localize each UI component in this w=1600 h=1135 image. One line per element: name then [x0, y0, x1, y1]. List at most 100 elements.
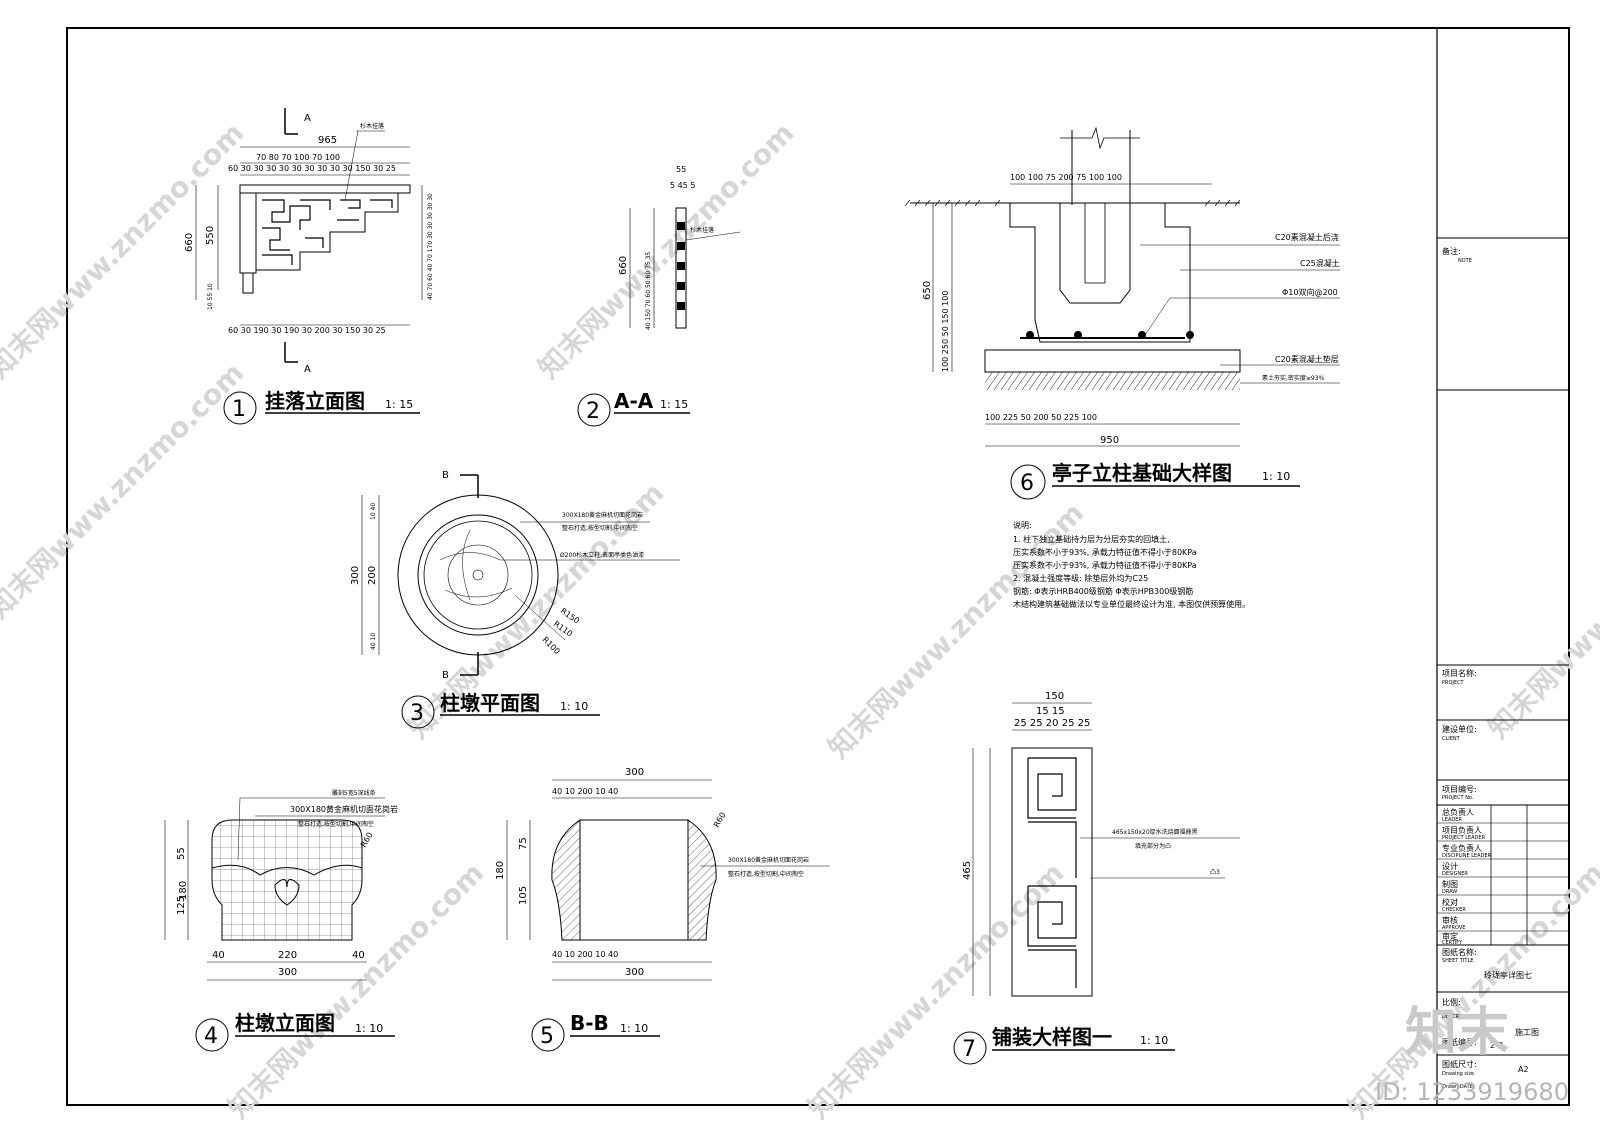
- tb-date-label: Drawn DATE: [1442, 1084, 1473, 1090]
- notes-heading: 说明:: [1013, 520, 1032, 530]
- dim-base-40: 40: [352, 950, 365, 961]
- drawing-number: 3: [410, 701, 424, 726]
- note-carved: 整石打造,按型切割,中间掏空: [562, 524, 638, 532]
- drawing-5-section-bb: 300 40 10 200 10 40 R60 300X180黄金麻机切面花岗岩…: [495, 767, 830, 1052]
- tb-role: 设计: [1442, 861, 1458, 871]
- brand-watermark: 知末: [1405, 1003, 1509, 1063]
- tb-role: 项目负责人: [1442, 825, 1482, 835]
- drawing-title: A-A: [614, 389, 654, 413]
- watermark-text: 知末网www.znzmo.com: [0, 356, 250, 625]
- dim-height-180: 180: [495, 861, 506, 880]
- drawing-number: 5: [540, 1024, 554, 1049]
- dim-bottom: 100 225 50 200 50 225 100: [985, 413, 1097, 422]
- tb-role-en: PROJECT LEADER: [1442, 835, 1486, 841]
- drawing-4-plinth-elevation: 雕刻5宽5深线条 300X180黄金麻机切面花岗岩 整石打造,按型切割,中间掏空…: [164, 789, 398, 1052]
- drawing-title: B-B: [570, 1011, 609, 1035]
- drawing-scale: 1: 10: [560, 700, 588, 713]
- dim-total-300: 300: [278, 967, 297, 978]
- tb-role-en: APPROVE: [1442, 925, 1465, 931]
- drawing-title: 亭子立柱基础大样图: [1052, 461, 1232, 485]
- drawing-scale: 1: 10: [355, 1022, 383, 1035]
- drawing-title: 柱墩立面图: [235, 1011, 335, 1035]
- note-fir-column: Ø200杉木立柱,表面亭类色油漆: [560, 551, 644, 559]
- dim-right: 40 70 60 40 70 170 30 30 30 30 30: [427, 193, 434, 300]
- drawing-scale: 1: 10: [1262, 470, 1290, 483]
- drawing-title: 铺装大样图一: [992, 1025, 1112, 1049]
- dim-base-40: 40: [212, 950, 225, 961]
- tb-role-en: LEADER: [1442, 817, 1462, 823]
- dim-height-180: 180: [178, 881, 189, 900]
- drawing-number: 6: [1020, 471, 1034, 496]
- dim-left-550: 550: [205, 226, 216, 245]
- dim-top-55: 55: [676, 165, 686, 174]
- dim-total: 965: [318, 135, 337, 146]
- dim-total-300: 300: [625, 967, 644, 978]
- note-line: 木结构建筑基础做法以专业单位最终设计为准, 本图仅供预算使用。: [1013, 599, 1250, 609]
- section-mark-a: A: [304, 113, 311, 124]
- watermark-text: 知末网www.znzmo.com: [0, 116, 250, 385]
- note-line: 1. 柱下独立基础持力层为分层夯实的回填土,: [1013, 534, 1170, 544]
- watermark-text: 知末网www.znzmo.com: [802, 856, 1071, 1125]
- dim-height-55: 55: [176, 847, 187, 860]
- label-soil: 素土夯实,密实度≥93%: [1262, 374, 1325, 382]
- watermark-text: 知末网www.znzmo.com: [1482, 476, 1600, 745]
- dim-left-200: 200: [367, 566, 378, 585]
- tb-role: 审定: [1442, 931, 1458, 941]
- drawing-scale: 1: 10: [620, 1022, 648, 1035]
- drawing-6-foundation-detail: 100 100 75 200 75 100 100 650 100 250 50…: [904, 126, 1340, 500]
- dim-total-950: 950: [1100, 435, 1119, 446]
- label-c20-cushion: C20素混凝土垫层: [1275, 354, 1339, 364]
- dim-left-detail: 40 150 70 60 50 60 75 35: [645, 252, 652, 330]
- tb-role-en: CHECKER: [1442, 907, 1466, 913]
- tb-role-en: DESIGNER: [1442, 871, 1468, 877]
- dim-left-650: 650: [922, 281, 933, 300]
- id-watermark: ID: 1233919680: [1375, 1078, 1569, 1106]
- tb-role: 制图: [1442, 879, 1458, 889]
- note-line: 2. 混凝土强度等级: 除垫层外均为C25: [1013, 573, 1148, 583]
- drawing-scale: 1: 15: [660, 398, 688, 411]
- tb-role-en: DISCIPLINE LEADER: [1442, 853, 1492, 859]
- tb-role: 审核: [1442, 915, 1458, 925]
- note-paving-stone: 465x150x20厚水洗烧面福鼎黑: [1112, 828, 1198, 836]
- tb-client: 建设单位:: [1442, 724, 1477, 734]
- dim-width-15: 15 15: [1036, 706, 1065, 717]
- dim-width-parts: 25 25 20 25 25: [1014, 718, 1090, 729]
- dim-left-660: 660: [618, 256, 629, 275]
- tb-sheet-title-en: SHEET TITLE: [1442, 958, 1473, 964]
- dim-height-465: 465: [962, 861, 973, 880]
- tb-note-en: NOTE: [1458, 258, 1472, 264]
- tb-role: 总负责人: [1442, 807, 1474, 817]
- drawing-number: 4: [204, 1024, 218, 1049]
- dim-left-300: 300: [350, 566, 361, 585]
- note-granite: 300X180黄金麻机切面花岗岩: [290, 804, 398, 814]
- dim-height-105: 105: [518, 886, 529, 905]
- drawing-2-section-aa: 55 5 45 5 杉木挂落 660 40 150 70 60 50 60 75…: [577, 165, 741, 427]
- tb-size-label: 图纸尺寸:: [1442, 1059, 1477, 1069]
- label-c25: C25混凝土: [1300, 258, 1340, 268]
- tb-size-value: A2: [1518, 1065, 1529, 1074]
- sheet-border: [66, 27, 1570, 1106]
- note-raised-3: 凸3: [1210, 869, 1220, 876]
- label-rebar: Φ10双向@200: [1282, 287, 1338, 297]
- drawing-scale: 1: 15: [385, 398, 413, 411]
- dim-left-10-40: 10 40: [370, 503, 377, 520]
- tb-role: 校对: [1442, 897, 1458, 907]
- tb-sheet-title: 玲珑亭详图七: [1484, 970, 1532, 980]
- tb-sheet-title-label: 图纸名称:: [1442, 947, 1477, 957]
- tb-note-label: 备注:: [1442, 246, 1461, 256]
- general-notes: 说明: 1. 柱下独立基础持力层为分层夯实的回填土, 压实系数不小于93%, 承…: [1013, 520, 1250, 609]
- drawing-1-hanging-elevation: A A 965 70 80 70 100 70 100 60 30 30 30 …: [184, 108, 434, 425]
- drawing-3-plinth-plan: B B 300 200 10 40 40 10 300X180黄金麻机切面花岗岩…: [350, 470, 680, 729]
- dim-top: 100 100 75 200 75 100 100: [1010, 173, 1122, 182]
- dim-height-75: 75: [518, 837, 529, 850]
- label-c20-post-pour: C20素混凝土后浇: [1275, 232, 1339, 242]
- tb-role-en: DRAW: [1442, 889, 1457, 895]
- radius-r110: R110: [552, 619, 574, 638]
- tb-project: 项目名称:: [1442, 668, 1477, 678]
- section-mark-b: B: [442, 670, 449, 681]
- dim-top-5-45-5: 5 45 5: [670, 181, 695, 190]
- note-line: 压实系数不小于93%, 承载力特征值不得小于80KPa: [1013, 560, 1197, 570]
- note-granite: 300X180黄金麻机切面花岗岩: [562, 511, 643, 519]
- label-fir-hanging: 杉木挂落: [360, 122, 384, 130]
